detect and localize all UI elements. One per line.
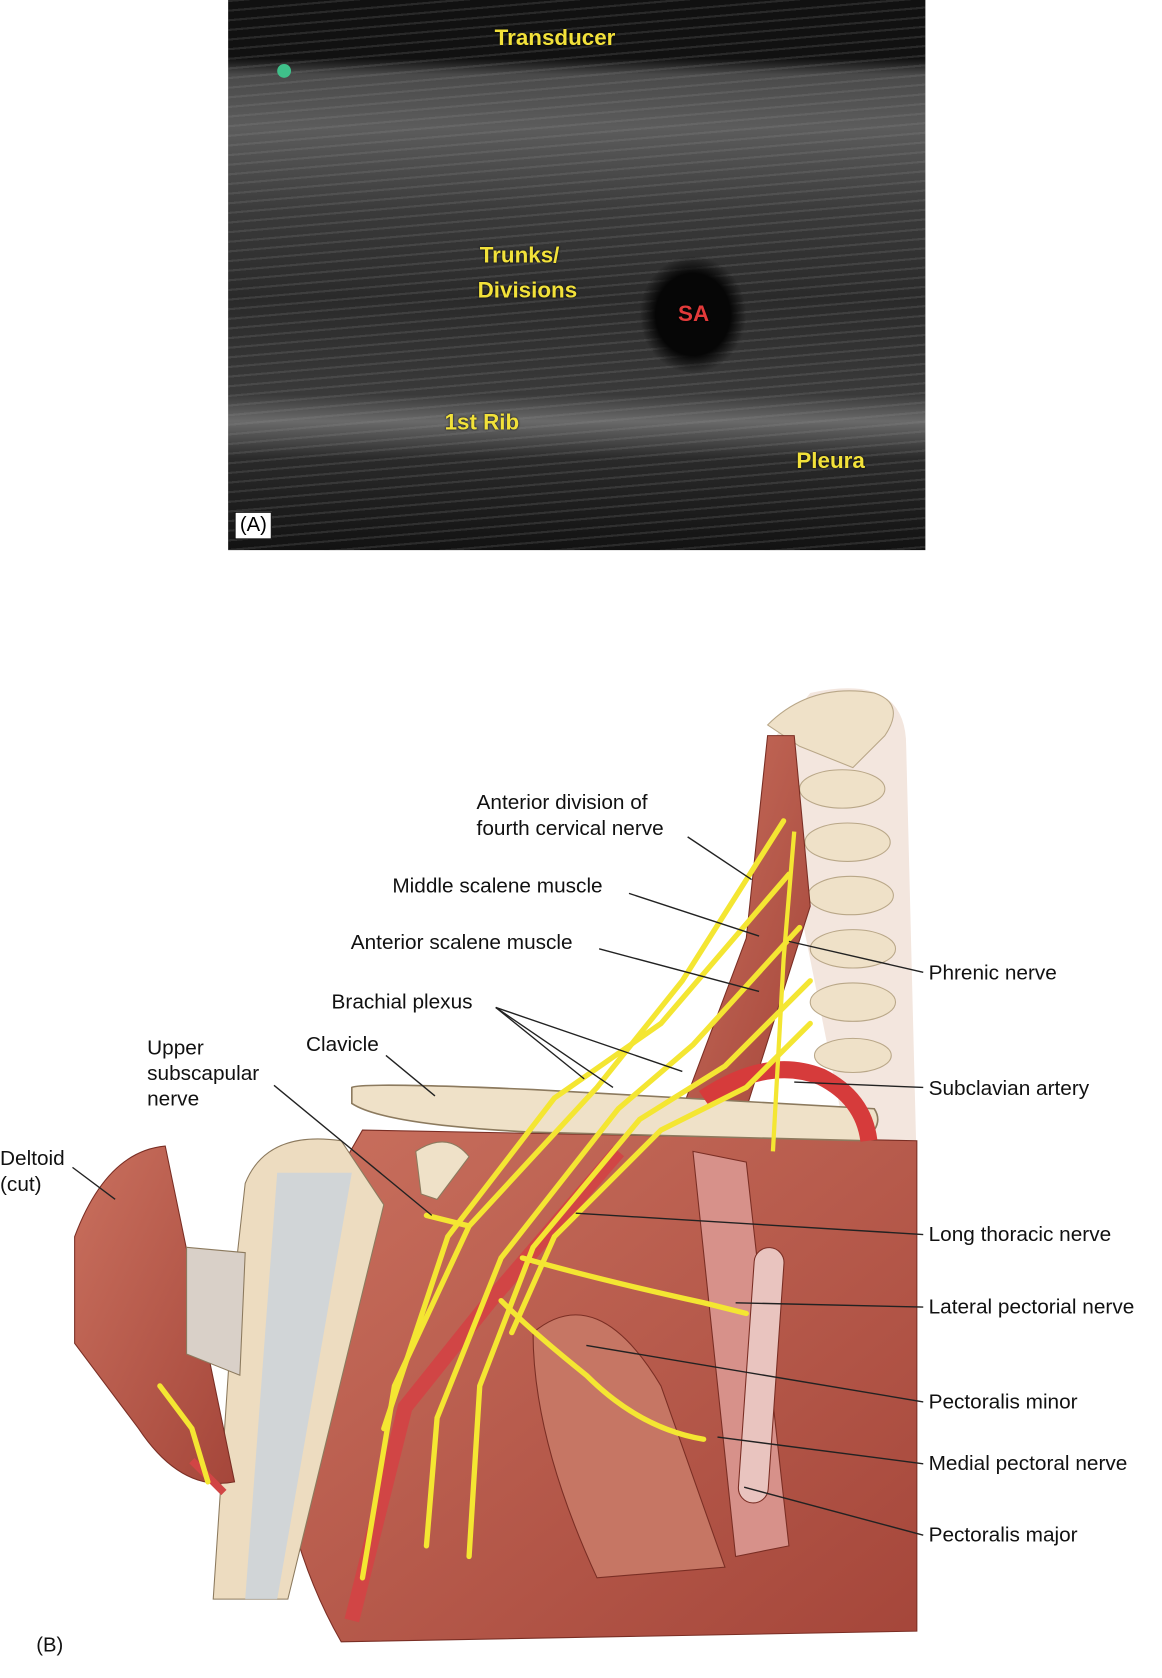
subclavian-artery	[698, 1061, 878, 1143]
cervical-vertebrae	[766, 690, 897, 1074]
label-line: (cut)	[0, 1172, 42, 1197]
label-pleura: Pleura	[796, 448, 865, 474]
leader-lines	[72, 836, 924, 1536]
label-line: Anterior division of	[476, 791, 648, 815]
probe-orientation-marker	[277, 63, 292, 78]
panel-label-a: (A)	[234, 511, 273, 540]
label-line: fourth cervical nerve	[476, 816, 664, 841]
axillary-artery	[344, 1146, 625, 1623]
label-anterior-scalene: Anterior scalene muscle	[350, 930, 573, 955]
label-line: Upper	[147, 1036, 204, 1060]
label-phrenic: Phrenic nerve	[928, 961, 1057, 986]
label-middle-scalene: Middle scalene muscle	[392, 874, 603, 898]
deltoid-cut	[74, 1145, 236, 1484]
ultrasound-image: Transducer Trunks/ Divisions SA 1st Rib …	[228, 0, 926, 551]
label-subclavian-artery: SA	[678, 301, 710, 327]
label-long-thoracic: Long thoracic nerve	[928, 1222, 1112, 1247]
brachial-plexus-nerves	[157, 818, 813, 1581]
label-pectoralis-minor: Pectoralis minor	[928, 1390, 1078, 1414]
label-line: nerve	[147, 1087, 200, 1111]
label-medial-pectoral: Medial pectoral nerve	[928, 1452, 1128, 1476]
label-deltoid: Deltoid (cut)	[0, 1146, 65, 1197]
label-trunks: Trunks/	[479, 243, 560, 268]
label-subclavian: Subclavian artery	[928, 1076, 1090, 1101]
label-transducer: Transducer	[494, 25, 616, 51]
label-first-rib: 1st Rib	[444, 410, 520, 435]
label-brachial-plexus: Brachial plexus	[331, 990, 473, 1014]
label-anterior-division: Anterior division of fourth cervical ner…	[477, 790, 664, 841]
label-line: Deltoid	[0, 1147, 65, 1171]
label-pectoralis-major: Pectoralis major	[928, 1523, 1078, 1547]
phrenic-nerve	[770, 831, 797, 1152]
label-lateral-pectoral: Lateral pectorial nerve	[928, 1295, 1135, 1319]
label-line: subscapular	[147, 1061, 260, 1086]
panel-label-b: (B)	[36, 1634, 64, 1657]
label-divisions: Divisions	[477, 278, 578, 303]
label-clavicle: Clavicle	[305, 1033, 379, 1057]
label-upper-subscapular: Upper subscapular nerve	[147, 1035, 259, 1112]
